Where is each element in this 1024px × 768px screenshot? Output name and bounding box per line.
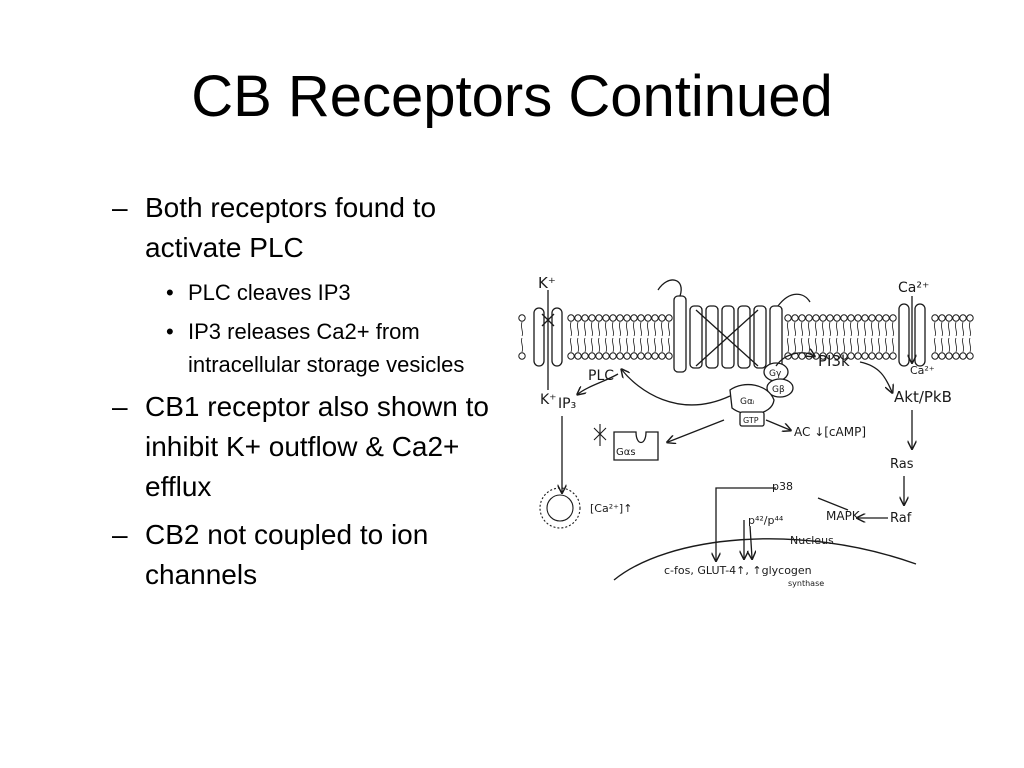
bullet-item: – Both receptors found to activate PLC [112,188,507,268]
sub-bullet-item: • IP3 releases Ca2+ from intracellular s… [166,315,507,381]
nucleus-membrane [613,538,917,581]
ras-label: Ras [890,457,914,472]
g-alpha-s-label: Gαs [616,447,636,458]
slide-title: CB Receptors Continued [191,64,833,129]
g-protein-complex [729,362,794,427]
calcium-increase-label: [Ca²⁺]↑ [590,502,632,515]
ca-in-label: Ca²⁺ [910,364,935,377]
dash-bullet-marker: – [112,519,128,550]
ac-camp-label: AC ↓[cAMP] [794,425,866,439]
pathway-arrows [562,353,912,560]
bullet-item: – CB1 receptor also shown to inhibit K+ … [112,387,507,507]
g-alpha-i-label: Gαᵢ [740,397,755,407]
signaling-pathway-diagram: K⁺ K⁺ IP₃ Ca²⁺ Ca²⁺ [518,270,976,592]
dot-bullet-marker: • [166,319,174,344]
g-beta-label: Gβ [772,385,785,395]
bullet-text: Both receptors found to activate PLC [145,192,437,263]
bullet-item: – CB2 not coupled to ion channels [112,515,507,595]
cell-membrane [518,314,974,360]
pi3k-label: PI3k [818,352,850,370]
nucleus-label: Nucleus [790,534,834,547]
p42-p44-label: p⁴²/p⁴⁴ [748,514,784,527]
ip3-label: IP₃ [558,396,576,412]
sub-bullet-item: • PLC cleaves IP3 [166,276,507,309]
akt-label: Akt/PkB [894,388,952,406]
bullet-list: – Both receptors found to activate PLC •… [112,188,507,603]
dash-bullet-marker: – [112,192,128,223]
mapk-label: MAPK [826,509,861,523]
raf-label: Raf [890,511,912,526]
k-top-label: K⁺ [538,274,556,292]
ca-top-label: Ca²⁺ [898,280,929,296]
dash-bullet-marker: – [112,391,128,422]
bullet-text: CB1 receptor also shown to inhibit K+ ou… [145,391,489,502]
gtp-label: GTP [743,416,759,425]
potassium-channel [533,290,563,390]
sub-bullet-text: PLC cleaves IP3 [188,280,351,305]
er-vesicle [539,487,581,529]
sub-bullet-text: IP3 releases Ca2+ from intracellular sto… [188,319,465,377]
dot-bullet-marker: • [166,280,174,305]
calcium-channel [898,296,926,367]
pathway-drawing: K⁺ K⁺ IP₃ Ca²⁺ Ca²⁺ [518,274,974,588]
bullet-text: CB2 not coupled to ion channels [145,519,429,590]
plc-label: PLC [588,368,614,384]
p38-label: p38 [772,480,793,493]
g-gamma-label: Gγ [769,369,782,379]
target-genes-label: c-fos, GLUT-4↑, ↑glycogen [664,564,812,577]
cb-receptor [657,279,811,373]
k-bottom-label: K⁺ [540,392,557,408]
g-alpha-s-complex [593,424,659,461]
synthase-label: synthase [788,579,824,588]
